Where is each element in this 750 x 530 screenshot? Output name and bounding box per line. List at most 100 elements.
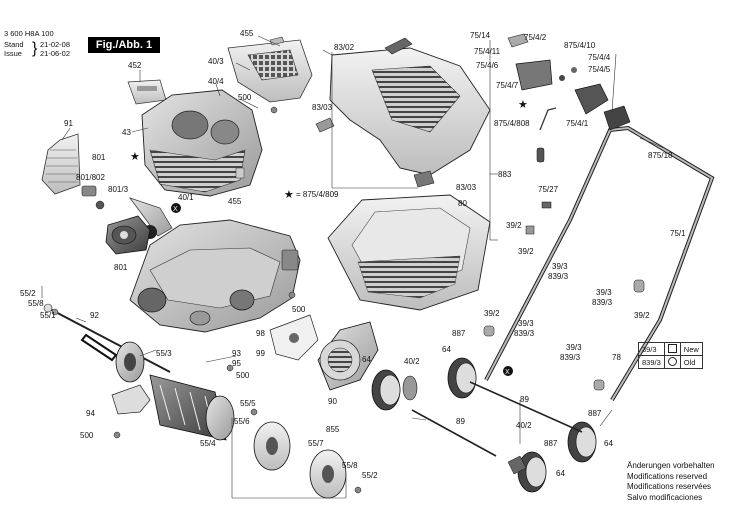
callout: 55/6 [234, 417, 250, 426]
callout: 98 [256, 329, 265, 338]
motor-unit-801 [105, 215, 151, 255]
legend-code-old: 839/3 [638, 355, 665, 369]
note-line: Modifications reserved [627, 471, 708, 481]
screw-parts [113, 106, 362, 494]
legend-old-label: Old [679, 355, 703, 369]
callout: 90 [328, 397, 337, 406]
callout: 83/02 [334, 43, 355, 52]
circle-icon [663, 355, 681, 369]
callout: 91 [64, 119, 73, 128]
callout: 75/4/2 [524, 33, 547, 42]
callout: 839/3 [514, 329, 535, 338]
callout: 75/4/11 [474, 47, 501, 56]
callout: 64 [442, 345, 451, 354]
callout: 75/4/7 [496, 81, 519, 90]
switch-box-75-4 [507, 33, 609, 163]
legend-new-label: New [679, 342, 703, 356]
note-line: Änderungen vorbehalten [627, 461, 715, 470]
x-marker-text: X [173, 206, 178, 213]
callout: 75/1 [670, 229, 686, 238]
new-old-legend: 39/3 New 839/3 Old [638, 342, 703, 369]
callout: 887 [452, 329, 466, 338]
callout: 40/2 [516, 421, 532, 430]
callout: 64 [604, 439, 613, 448]
callout: 55/2 [362, 471, 378, 480]
callout: 39/3 [518, 319, 534, 328]
callout: 801 [114, 263, 128, 272]
grass-collector-box-80 [327, 194, 491, 311]
callout: 64 [556, 469, 565, 478]
front-wheel-887-upper [567, 421, 597, 463]
callout: 500 [236, 371, 250, 380]
callout: 839/3 [548, 272, 569, 281]
callout: 75/4/4 [588, 53, 611, 62]
rear-wheel-887-right [447, 357, 477, 399]
stand-label: Stand [4, 40, 24, 49]
callout: 55/2 [20, 289, 36, 298]
callout: 40/1 [178, 193, 194, 202]
callout: 75/4/1 [566, 119, 589, 128]
note-line: Salvo modificaciones [627, 492, 703, 502]
figure-label: Fig./Abb. 1 [88, 37, 160, 53]
callout: 39/2 [634, 311, 650, 320]
mower-deck-chassis [129, 219, 301, 333]
pulley-55-3 [115, 341, 145, 383]
callout: 55/1 [40, 311, 56, 320]
bracket-94 [111, 384, 151, 415]
callout: 875/4/10 [564, 41, 596, 50]
callout: 83/03 [312, 103, 333, 112]
handle-clamp-parts [483, 105, 645, 391]
callout: 500 [238, 93, 252, 102]
issue-date: 21-06-02 [40, 49, 71, 58]
x-marker-text: X [505, 369, 510, 376]
svg-text:★: ★ [518, 98, 528, 111]
callout: 95 [232, 359, 241, 368]
scarifier-roller [149, 374, 235, 441]
bearing-plate-55-4 [253, 421, 291, 471]
rear-wheel-887-left [371, 369, 418, 411]
callout: 887 [588, 409, 602, 418]
callout: 99 [256, 349, 265, 358]
callout: 39/2 [484, 309, 500, 318]
callout: 75/4/5 [588, 65, 611, 74]
callout: 55/3 [156, 349, 172, 358]
note-line: Modifications reservées [627, 482, 712, 491]
callout: 75/27 [538, 185, 559, 194]
callout: 875/4/808 [494, 119, 530, 128]
fan-cover-91 [41, 133, 81, 195]
callout: 43 [122, 128, 131, 137]
brace-icon: } [32, 40, 38, 57]
front-wheel-887-lower [507, 451, 547, 493]
label-plate-452 [127, 79, 167, 105]
doc-number: 3 600 H8A 100 [4, 29, 54, 38]
callout: 455 [228, 197, 242, 206]
callout: 839/3 [560, 353, 581, 362]
callout: 39/3 [596, 288, 612, 297]
callout: 55/4 [200, 439, 216, 448]
callout: 89 [520, 395, 529, 404]
callout: 39/2 [506, 221, 522, 230]
callout-labels: 455 40/3 40/4 500 452 91 43 801 801/802 … [20, 29, 686, 480]
callout: 39/2 [518, 247, 534, 256]
callout: 80 [458, 199, 467, 208]
x-marker [171, 203, 513, 376]
callout: 40/2 [404, 357, 420, 366]
callout: 83/03 [456, 183, 477, 192]
callout: 801/802 [76, 173, 105, 182]
callout: 801/3 [108, 185, 129, 194]
stand-date: 21-02-08 [40, 40, 71, 49]
callout: 39/3 [552, 262, 568, 271]
bearing-plate-55-8 [309, 449, 347, 499]
star-marker: ★ ★ ★ [130, 98, 528, 201]
callout: 452 [128, 61, 142, 70]
callout: 455 [240, 29, 254, 38]
axle-55-1 [43, 303, 171, 373]
svg-text:★: ★ [284, 188, 294, 201]
callout: 92 [90, 311, 99, 320]
side-plate-98 [269, 314, 319, 361]
callout: 40/3 [208, 57, 224, 66]
callout: 839/3 [592, 298, 613, 307]
callout: 75/4/6 [476, 61, 499, 70]
callout: 883 [498, 170, 512, 179]
